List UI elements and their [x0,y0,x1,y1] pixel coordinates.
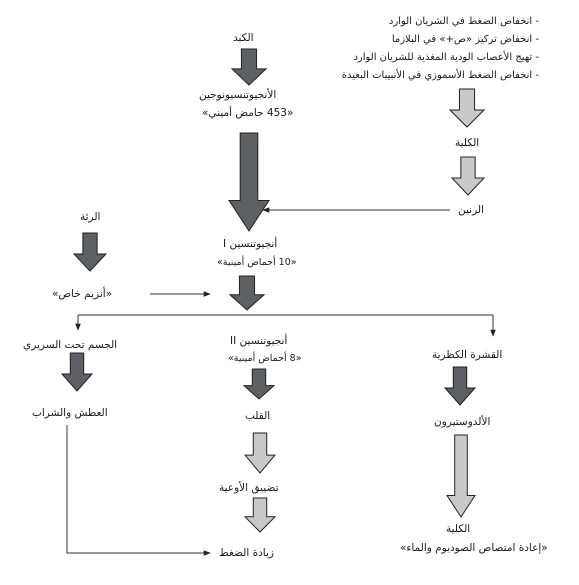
label-aldosterone: الألدوستيرون [434,416,491,428]
label-thirst: العطش والشراب [32,407,108,419]
label-angiotensin1-sub: «10 أحماض أمينية» [217,257,297,268]
arrow-heart-down [244,432,276,474]
label-liver: الكبد [233,32,254,44]
label-kidney-bottom: الكلية [446,523,471,535]
arrow-hypothalamus-down [61,352,93,392]
label-hypothalamus: الجسم تحت السريري [23,339,118,351]
label-kidney-top: الكلية [455,137,480,149]
label-vasoconstriction: تضييق الأوعية [219,482,279,494]
arrow-adrenal-down [444,366,476,406]
label-angiotensin1: أنجيوتنسين I [223,238,278,250]
arrow-lung-down [73,232,107,272]
arrow-angiotensin1-down [229,275,265,311]
label-adrenal-cortex: القشرة الكظرية [432,349,503,361]
trigger-3: - تهيج الأعصاب الودية المغذية للشريان ال… [353,52,539,63]
label-reabsorption: «إعادة امتصاص الصوديوم والماء» [400,542,548,554]
trigger-1: - انخفاض الضغط في الشريان الوارد [388,16,539,27]
arrow-liver-down [231,48,267,86]
label-pressure-increase: زيادة الضغط [219,547,274,559]
label-heart: القلب [245,410,271,422]
trigger-4: - انخفاض الضغط الأسموزي في الأنبيبات الب… [341,70,539,81]
arrow-vessels-down [244,497,276,533]
thirst-to-pressure-line [66,425,211,556]
arrow-aldosterone-down [446,434,476,518]
label-angiotensinogen-sub: «453 حامض أميني» [202,107,294,119]
label-renin: الرنين [458,204,484,216]
label-angiotensin2-sub: «8 أحماض أمينية» [228,353,302,364]
label-lung: الرئة [80,211,101,223]
arrow-angiotensin2-down [243,368,275,400]
arrow-kidney-down [451,156,485,196]
label-special-enzyme: «أنزيم خاص» [52,288,113,300]
label-angiotensin2: أنجيوتنسين II [230,335,288,347]
trigger-2: - انخفاض تركيز «ص+» في البلازما [391,34,539,45]
label-angiotensinogen: الأنجيوتنسيونوجين [199,89,277,101]
arrow-triggers-down [449,88,485,128]
arrow-angiotensinogen-down [228,132,270,232]
